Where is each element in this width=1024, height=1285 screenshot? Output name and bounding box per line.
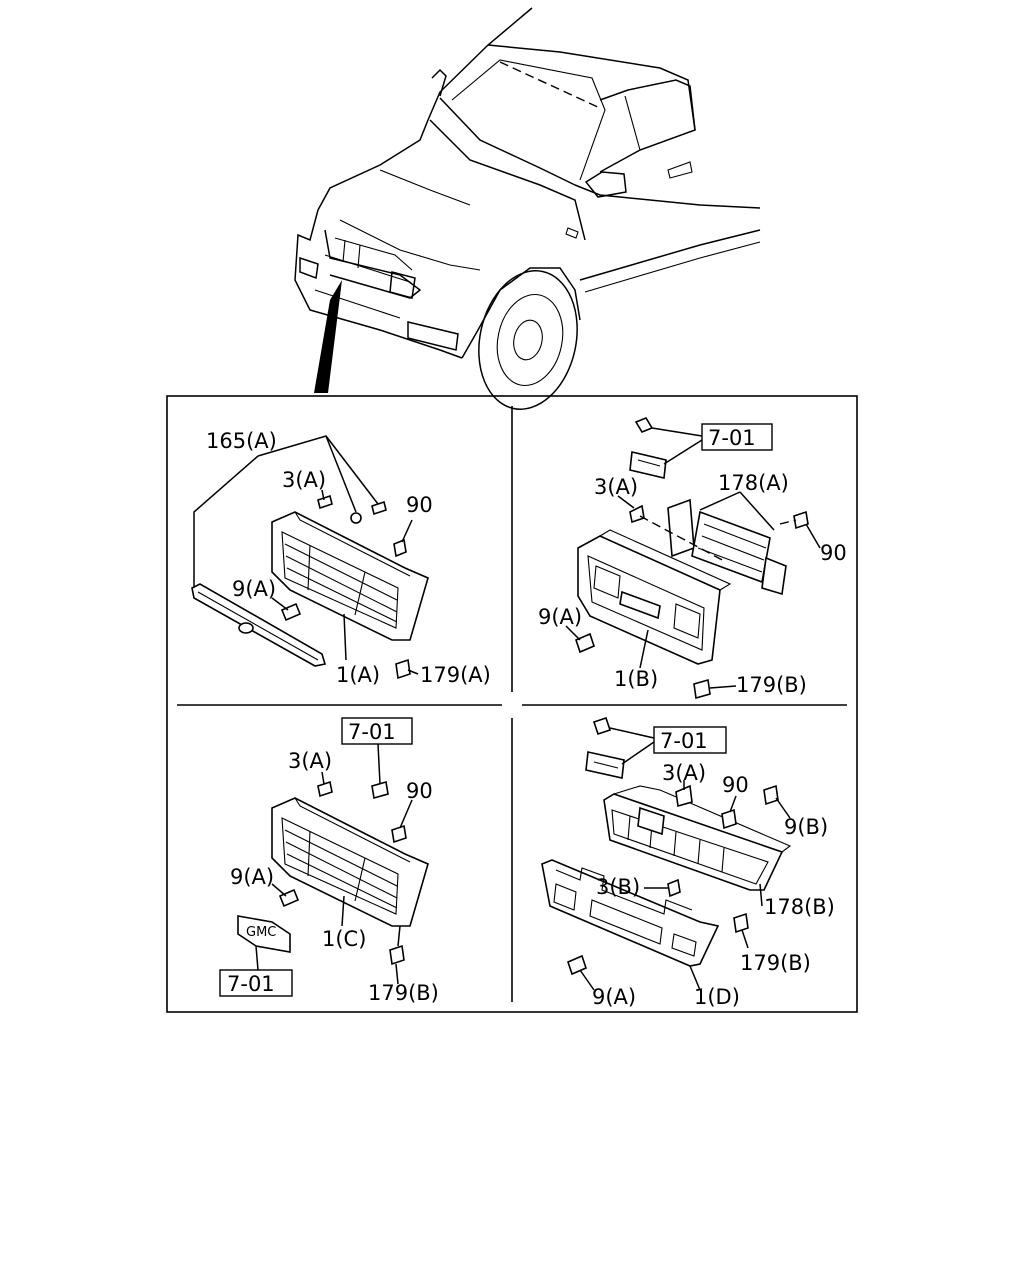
ref-box-bottom-text: 7-01 bbox=[227, 972, 275, 996]
clip-3a bbox=[629, 504, 645, 524]
panel-bottom-left: 7-01 GMC 7-01 3(A) 90 9(A) 1(C) bbox=[219, 717, 439, 1005]
clip-179b bbox=[693, 678, 711, 700]
screw-9a bbox=[280, 602, 302, 622]
emblem-badge bbox=[629, 451, 667, 479]
emblem-bolt bbox=[634, 417, 654, 433]
panel-top-right: 7-01 3(A) 178(A) 90 9(A) bbox=[538, 417, 847, 700]
clip-179b bbox=[389, 944, 405, 966]
label-3a: 3(A) bbox=[594, 475, 638, 499]
label-90: 90 bbox=[820, 541, 847, 565]
clip-179b bbox=[733, 912, 749, 934]
insert-right bbox=[761, 556, 787, 596]
gmc-emblem bbox=[237, 915, 291, 953]
label-90: 90 bbox=[722, 773, 749, 797]
nut-90 bbox=[793, 510, 809, 530]
clip-3b bbox=[667, 878, 681, 898]
label-3a: 3(A) bbox=[282, 468, 326, 492]
clip-3a bbox=[317, 494, 333, 510]
label-1d: 1(D) bbox=[694, 985, 740, 1009]
panel-bottom-right: 7-01 3(A) 90 bbox=[541, 716, 835, 1009]
ref-box-text: 7-01 bbox=[708, 426, 756, 450]
label-9a: 9(A) bbox=[538, 605, 582, 629]
label-178a: 178(A) bbox=[718, 471, 789, 495]
vehicle-illustration bbox=[294, 7, 761, 410]
clip-3a bbox=[675, 784, 693, 808]
label-179b: 179(B) bbox=[736, 673, 807, 697]
label-179b: 179(B) bbox=[740, 951, 811, 975]
label-1b: 1(B) bbox=[614, 667, 658, 691]
label-9a: 9(A) bbox=[230, 865, 274, 889]
ref-box-top-text: 7-01 bbox=[348, 720, 396, 744]
label-90: 90 bbox=[406, 779, 433, 803]
label-179b: 179(B) bbox=[368, 981, 439, 1005]
label-179a: 179(A) bbox=[420, 663, 491, 687]
label-9a: 9(A) bbox=[592, 985, 636, 1009]
label-1c: 1(C) bbox=[322, 927, 366, 951]
nut-90 bbox=[391, 824, 407, 844]
label-178b: 178(B) bbox=[764, 895, 835, 919]
screw-9b bbox=[763, 784, 779, 806]
ref-box-7-01-bottom bbox=[219, 969, 293, 997]
detail-frame bbox=[166, 395, 858, 1013]
screw bbox=[371, 780, 389, 800]
grille-1d bbox=[541, 859, 720, 967]
ref-box-7-01-top bbox=[341, 717, 413, 745]
label-3a: 3(A) bbox=[288, 749, 332, 773]
clip-179a bbox=[395, 658, 411, 680]
label-9a: 9(A) bbox=[232, 577, 276, 601]
screw-165 bbox=[371, 500, 387, 516]
label-90: 90 bbox=[406, 493, 433, 517]
washer bbox=[350, 512, 362, 524]
screw-9a bbox=[567, 954, 587, 976]
emblem-bolt bbox=[592, 716, 612, 736]
clip-3a bbox=[317, 780, 333, 798]
nut-90 bbox=[393, 538, 407, 558]
panel-top-left: 165(A) 3(A) 90 9(A) 1(A) 179(A) bbox=[191, 429, 491, 687]
label-3b: 3(B) bbox=[596, 875, 640, 899]
screw-9a bbox=[278, 888, 300, 908]
label-3a: 3(A) bbox=[662, 761, 706, 785]
insert-left bbox=[667, 498, 695, 558]
ref-box-7-01 bbox=[701, 423, 773, 451]
gmc-emblem-text: GMC bbox=[246, 925, 276, 940]
ref-box-text: 7-01 bbox=[660, 729, 708, 753]
screw-9a bbox=[575, 632, 595, 654]
ref-box-7-01 bbox=[653, 726, 727, 754]
nut-90 bbox=[721, 808, 737, 830]
label-9b: 9(B) bbox=[784, 815, 828, 839]
label-165a: 165(A) bbox=[206, 429, 277, 453]
label-1a: 1(A) bbox=[336, 663, 380, 687]
